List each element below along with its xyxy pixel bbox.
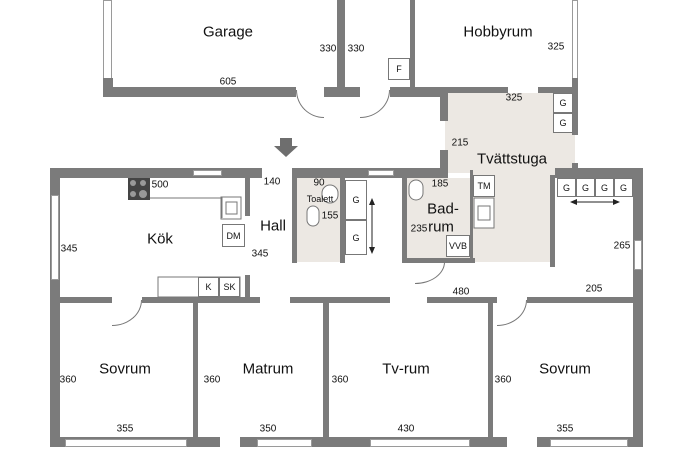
wall (245, 275, 250, 300)
fixture-g: G (557, 178, 576, 197)
fixture-sk: SK (219, 277, 240, 297)
window (193, 170, 222, 176)
wall (550, 175, 555, 267)
dimension: 325 (505, 92, 523, 104)
dimension: 355 (556, 423, 574, 435)
wall (50, 168, 262, 178)
door-gap (220, 437, 240, 460)
fixture-f: F (388, 58, 410, 80)
wall (440, 93, 448, 121)
dimension: 215 (451, 137, 469, 149)
room-label-badrum: Bad- (427, 200, 459, 218)
wall (290, 297, 390, 303)
fixture-vvb: VVB (446, 235, 470, 257)
wall (50, 437, 643, 447)
wall (50, 168, 60, 447)
wall (323, 300, 329, 440)
room-label-tvattstuga: Tvättstuga (476, 150, 548, 168)
fixture-g: G (614, 178, 633, 197)
wall (292, 178, 297, 263)
room-label-garage: Garage (202, 23, 254, 41)
window (65, 439, 187, 447)
fixture-g: G (553, 93, 573, 113)
window (51, 195, 59, 280)
wall (402, 178, 407, 263)
wall (402, 258, 475, 263)
dimension: 360 (494, 374, 512, 386)
wall (245, 178, 250, 216)
room-label-badrum: rum (428, 218, 454, 236)
window (550, 439, 628, 447)
room-label-tvrum: Tv-rum (382, 360, 430, 378)
wall (440, 150, 448, 178)
dimension: 350 (259, 423, 277, 435)
dimension: 500 (151, 179, 169, 191)
room-label-matrum: Matrum (242, 360, 294, 378)
dimension: 155 (321, 210, 339, 222)
fixture-g: G (345, 180, 367, 220)
room-label-sovrum: Sovrum (539, 360, 591, 378)
room-label-sovrum: Sovrum (99, 360, 151, 378)
wall (538, 87, 578, 93)
dimension: 430 (397, 423, 415, 435)
dimension: 605 (219, 76, 237, 88)
wall (193, 300, 198, 440)
window (370, 439, 470, 447)
fixture-dm: DM (222, 224, 245, 247)
room-label-hall: Hall (260, 217, 286, 235)
dimension: 235 (410, 223, 428, 235)
wall (50, 297, 112, 303)
dimension: 90 (313, 177, 325, 189)
wall (103, 87, 296, 97)
dimension: 360 (203, 374, 221, 386)
room-label-kok: Kök (147, 230, 173, 248)
window (257, 439, 312, 447)
dimension: 345 (251, 248, 269, 260)
dimension: 330 (347, 43, 365, 55)
dimension: 360 (331, 374, 349, 386)
fixture-tm: TM (473, 175, 495, 197)
fixture-g: G (553, 113, 573, 133)
dimension: 480 (452, 286, 470, 298)
wall (340, 178, 345, 263)
dimension: 265 (613, 240, 631, 252)
dimension: 355 (116, 423, 134, 435)
window (634, 240, 642, 270)
dimension: 360 (59, 374, 77, 386)
fixture-g: G (595, 178, 614, 197)
dimension: 325 (547, 41, 565, 53)
door-gap (507, 437, 537, 460)
dimension: 140 (263, 176, 281, 188)
fixture-g: G (576, 178, 595, 197)
wall (555, 168, 643, 178)
wall (488, 300, 493, 440)
dimension: 345 (60, 243, 78, 255)
wall (292, 168, 443, 178)
fixture-g: G (345, 220, 367, 255)
wall (410, 87, 508, 93)
wall (142, 297, 260, 303)
dimension: 185 (431, 178, 449, 190)
wall (470, 170, 473, 263)
wall (572, 78, 578, 135)
room-label-hobbyrum: Hobbyrum (463, 23, 533, 41)
wall (337, 0, 345, 97)
fixture-k: K (198, 277, 219, 297)
wall (427, 297, 497, 303)
dimension: 330 (319, 43, 337, 55)
wall (527, 297, 637, 303)
dimension: 205 (585, 283, 603, 295)
room-label-toalett: Toalett (306, 194, 334, 204)
wall (633, 168, 643, 447)
wall (410, 0, 415, 92)
window (368, 170, 394, 176)
